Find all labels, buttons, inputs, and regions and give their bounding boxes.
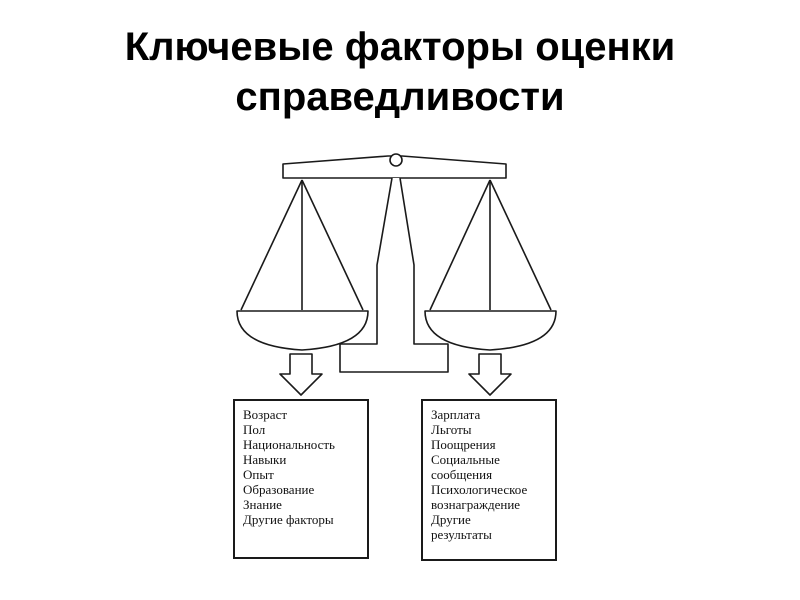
right-pan bbox=[424, 310, 557, 351]
left-factor-item: Национальность bbox=[243, 437, 335, 452]
left-factor-item: Навыки bbox=[243, 452, 287, 467]
right-down-arrow bbox=[468, 353, 512, 396]
right-factor-item: Поощрения bbox=[431, 437, 496, 452]
right-factor-item: сообщения bbox=[431, 467, 493, 482]
left-hanger-string-right bbox=[301, 179, 364, 311]
right-hanger-string-left bbox=[429, 179, 491, 311]
right-factor-item: Другие bbox=[431, 512, 471, 527]
right-factor-item: результаты bbox=[431, 527, 492, 542]
left-factor-item: Возраст bbox=[243, 407, 288, 422]
left-factor-item: Пол bbox=[243, 422, 266, 437]
right-factor-item: Льготы bbox=[431, 422, 472, 437]
left-factor-item: Знание bbox=[243, 497, 282, 512]
right-factor-item: Психологическое bbox=[431, 482, 528, 497]
right-hanger-string-right bbox=[489, 179, 552, 311]
title-line-2: справедливости bbox=[235, 75, 565, 119]
left-factor-item: Образование bbox=[243, 482, 315, 497]
left-down-arrow bbox=[279, 353, 323, 396]
left-factor-item: Другие факторы bbox=[243, 512, 334, 527]
right-factor-item: вознаграждение bbox=[431, 497, 521, 512]
beam-pivot-ring bbox=[389, 153, 403, 167]
scale-beam bbox=[282, 155, 507, 179]
title-line-1: Ключевые факторы оценки bbox=[124, 25, 676, 69]
left-factor-item: Опыт bbox=[243, 467, 274, 482]
left-hanger-string-left bbox=[240, 179, 303, 311]
scale-stand bbox=[339, 177, 449, 373]
right-factor-item: Социальные bbox=[431, 452, 500, 467]
left-pan bbox=[236, 310, 369, 351]
slide-title: Ключевые факторы оценки справедливости bbox=[0, 22, 800, 122]
right-factor-item: Зарплата bbox=[431, 407, 481, 422]
